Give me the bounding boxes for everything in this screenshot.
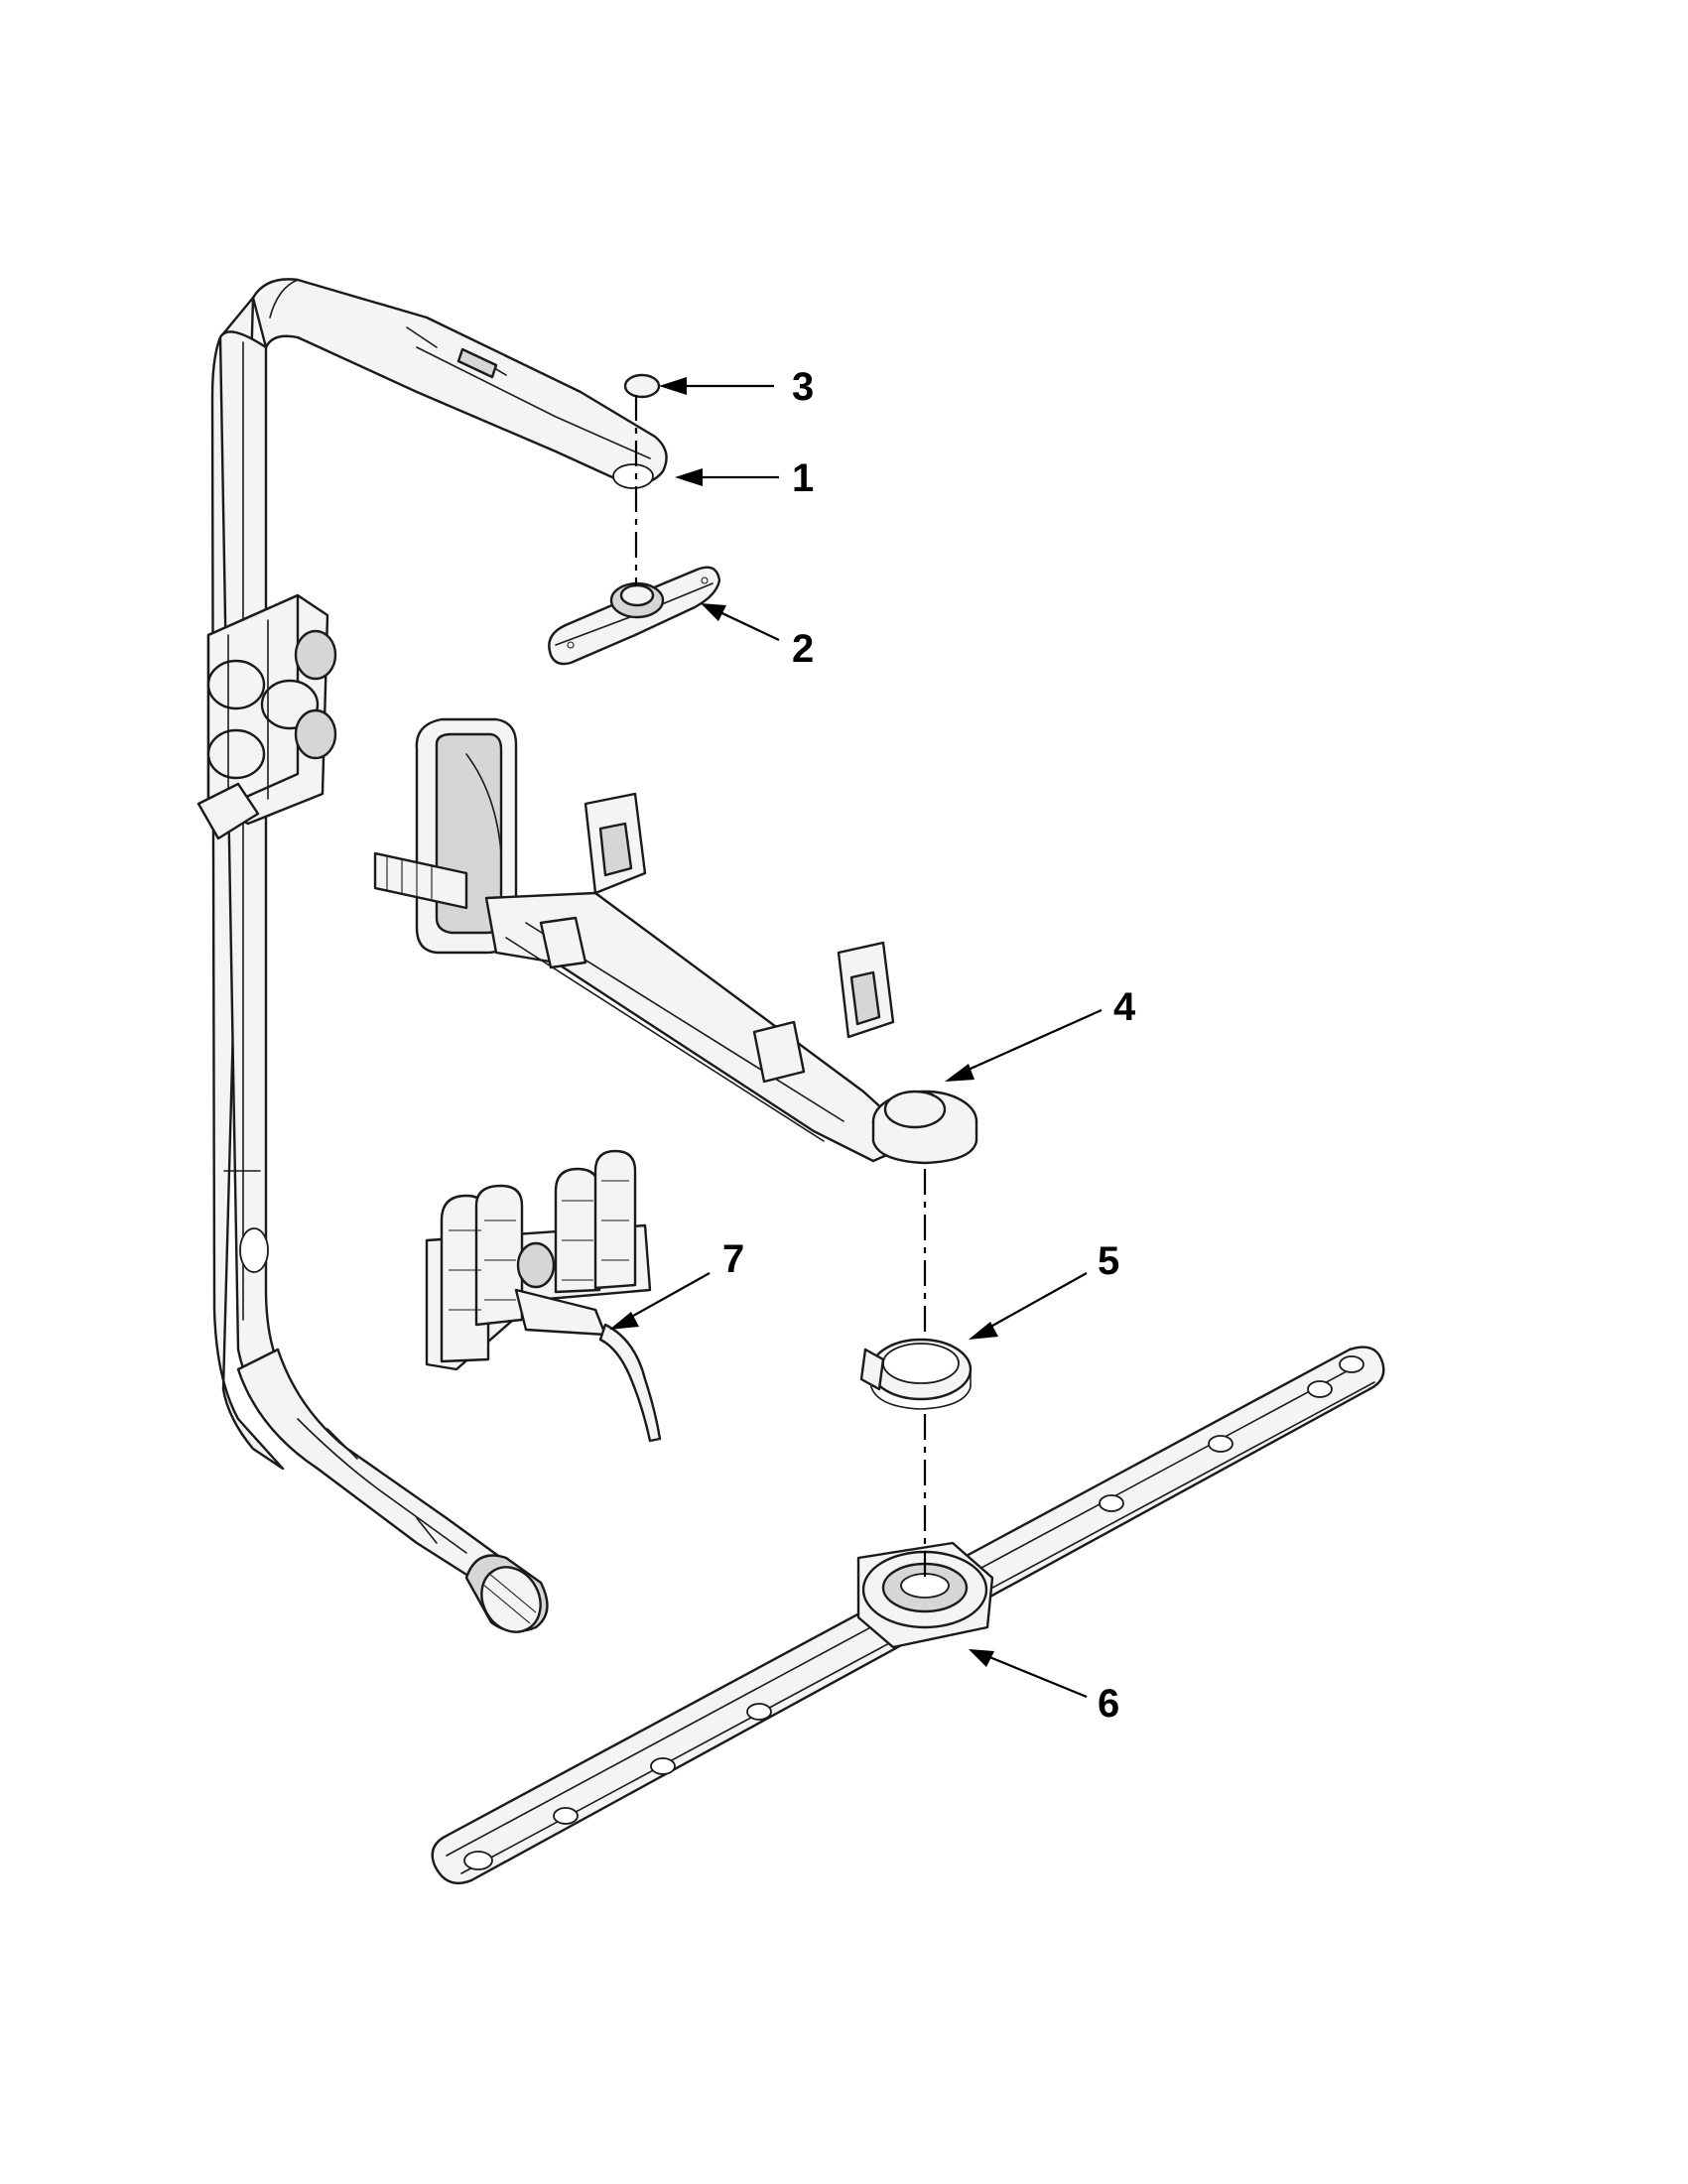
center-lines xyxy=(634,395,927,1578)
callout-4: 4 xyxy=(945,985,1136,1082)
part-6-lower-spray-arm xyxy=(431,1346,1385,1885)
callout-label-4: 4 xyxy=(1113,985,1136,1029)
callout-label-2: 2 xyxy=(792,627,814,671)
callout-7: 7 xyxy=(609,1237,744,1330)
supply-tube xyxy=(210,278,668,1633)
part-4-rack-manifold xyxy=(373,717,978,1165)
callout-5: 5 xyxy=(969,1239,1119,1340)
part-3-cap xyxy=(623,373,661,399)
callout-2: 2 xyxy=(701,603,814,671)
callout-6: 6 xyxy=(969,1649,1119,1726)
callout-label-7: 7 xyxy=(722,1237,744,1281)
part-7-spray-nozzle xyxy=(425,1149,662,1443)
tube-bracket xyxy=(196,593,337,840)
callout-label-3: 3 xyxy=(792,365,814,409)
part-2-spray-arm xyxy=(548,566,721,666)
callout-label-1: 1 xyxy=(792,456,814,500)
callout-label-5: 5 xyxy=(1098,1239,1119,1283)
part-5-ring xyxy=(859,1338,973,1410)
callout-3: 3 xyxy=(659,365,814,409)
callout-1: 1 xyxy=(675,456,814,500)
callout-label-6: 6 xyxy=(1098,1682,1119,1726)
